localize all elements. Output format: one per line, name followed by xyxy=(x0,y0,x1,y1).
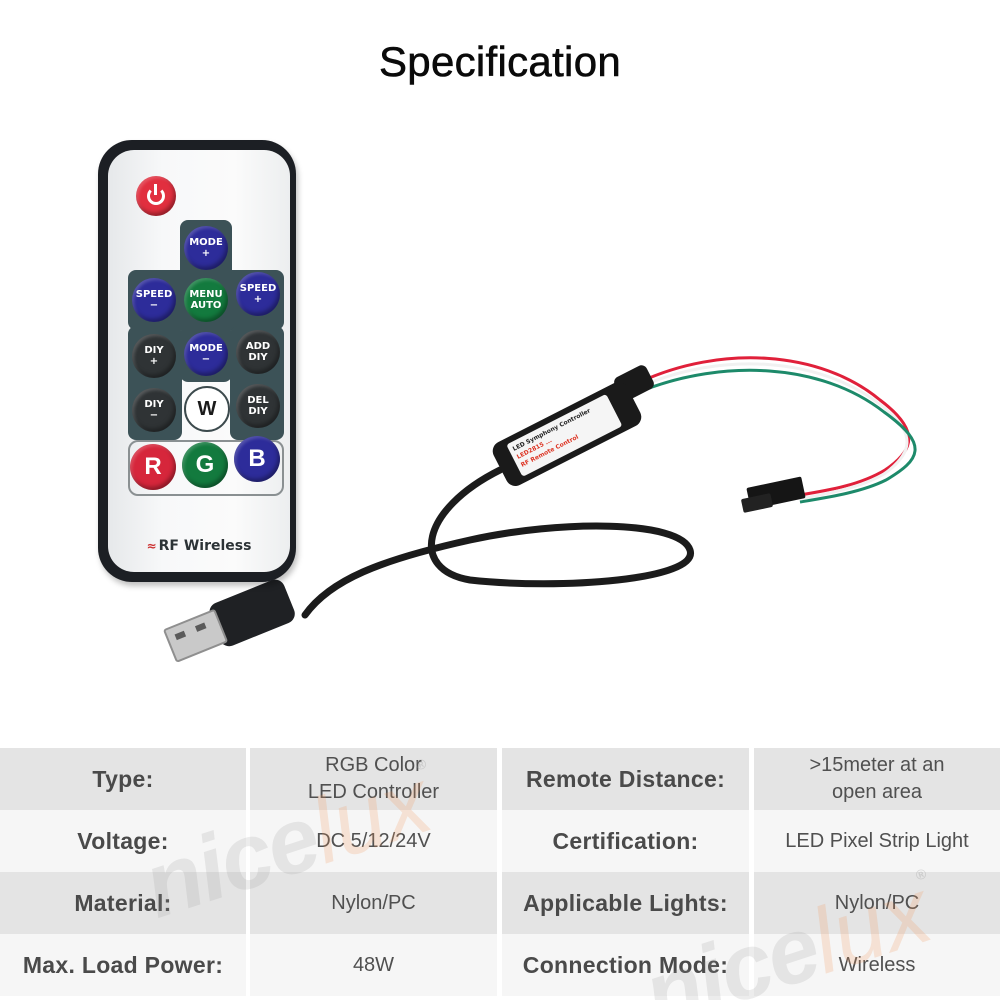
power-button[interactable] xyxy=(136,176,176,216)
del-diy-button[interactable]: DEL DIY xyxy=(236,384,280,428)
power-icon xyxy=(147,184,165,205)
spec-value: Nylon/PC xyxy=(250,872,497,934)
spec-label: Applicable Lights: xyxy=(502,872,749,934)
rf-remote: MODE + SPEED − MENU AUTO SPEED + DIY + M… xyxy=(98,140,296,582)
cable-drawing xyxy=(163,356,917,663)
spec-value: 48W xyxy=(250,934,497,996)
spec-label: Connection Mode: xyxy=(502,934,749,996)
menu-auto-button[interactable]: MENU AUTO xyxy=(184,278,228,322)
spec-label: Remote Distance: xyxy=(502,748,749,810)
w-button[interactable]: W xyxy=(184,386,230,432)
table-row: Material: Nylon/PC Applicable Lights: Ny… xyxy=(0,872,1000,934)
r-button[interactable]: R xyxy=(130,444,176,490)
page-title: Specification xyxy=(378,38,622,86)
spec-label: Certification: xyxy=(502,810,749,872)
spec-table: Type: RGB Color LED Controller Remote Di… xyxy=(0,748,1000,996)
spec-label: Material: xyxy=(0,872,246,934)
spec-value: Wireless xyxy=(754,934,1000,996)
spec-label: Voltage: xyxy=(0,810,246,872)
speed-minus-button[interactable]: SPEED − xyxy=(132,278,176,322)
wireless-signal-icon: ≈ xyxy=(146,539,157,553)
product-image: LED Symphony Controller LED2815 ... RF R… xyxy=(0,110,1000,730)
spec-label: Type: xyxy=(0,748,246,810)
table-row: Max. Load Power: 48W Connection Mode: Wi… xyxy=(0,934,1000,996)
spec-value: RGB Color LED Controller xyxy=(250,748,497,810)
spec-value: Nylon/PC xyxy=(754,872,1000,934)
spec-value: LED Pixel Strip Light xyxy=(754,810,1000,872)
table-row: Voltage: DC 5/12/24V Certification: LED … xyxy=(0,810,1000,872)
add-diy-button[interactable]: ADD DIY xyxy=(236,330,280,374)
diy-minus-button[interactable]: DIY − xyxy=(132,388,176,432)
spec-label: Max. Load Power: xyxy=(0,934,246,996)
mode-plus-button[interactable]: MODE + xyxy=(184,226,228,270)
g-button[interactable]: G xyxy=(182,442,228,488)
spec-value: >15meter at an open area xyxy=(754,748,1000,810)
table-row: Type: RGB Color LED Controller Remote Di… xyxy=(0,748,1000,810)
rf-wireless-label: ≈RF Wireless xyxy=(146,538,252,554)
diy-plus-button[interactable]: DIY + xyxy=(132,334,176,378)
speed-plus-button[interactable]: SPEED + xyxy=(236,272,280,316)
mode-minus-button[interactable]: MODE − xyxy=(184,332,228,376)
spec-value: DC 5/12/24V xyxy=(250,810,497,872)
b-button[interactable]: B xyxy=(234,436,280,482)
